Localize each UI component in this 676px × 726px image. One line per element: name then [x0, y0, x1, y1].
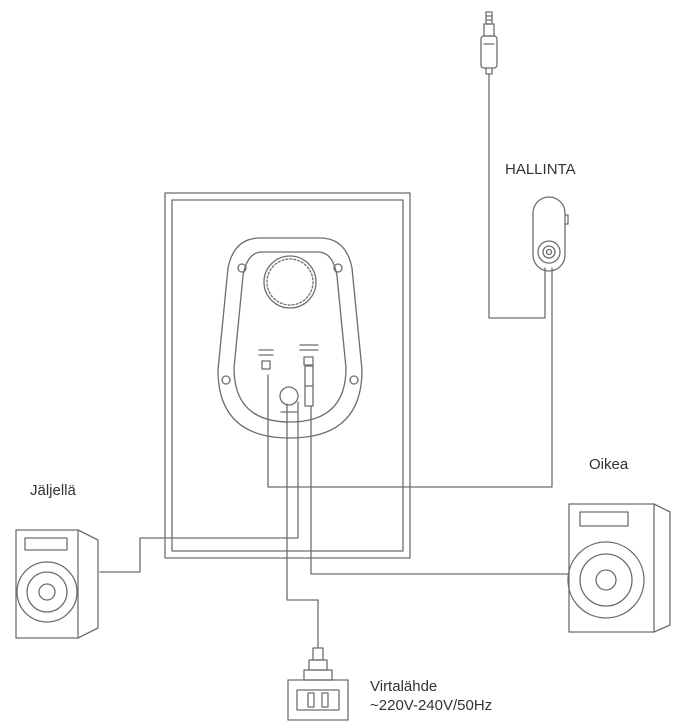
left-speaker-cable — [99, 401, 299, 573]
volume-control-pod-icon — [532, 196, 569, 272]
satellite-speaker-icon — [15, 529, 99, 639]
control-label: HALLINTA — [505, 161, 576, 178]
power-spec: ~220V-240V/50Hz — [370, 697, 493, 714]
power-plug-icon — [287, 647, 349, 721]
audio-jack-plug-icon — [480, 11, 498, 75]
right-speaker-label: Oikea — [589, 456, 629, 473]
satellite-speaker-icon — [567, 503, 671, 633]
power-title: Virtalähde — [370, 678, 438, 695]
left-speaker-label: Jäljellä — [30, 482, 76, 499]
right-speaker-cable — [310, 405, 570, 575]
control-input-cable — [488, 73, 546, 319]
power-supply-label: Virtalähde ~220V-240V/50Hz — [370, 677, 492, 715]
power-cable — [286, 403, 319, 649]
